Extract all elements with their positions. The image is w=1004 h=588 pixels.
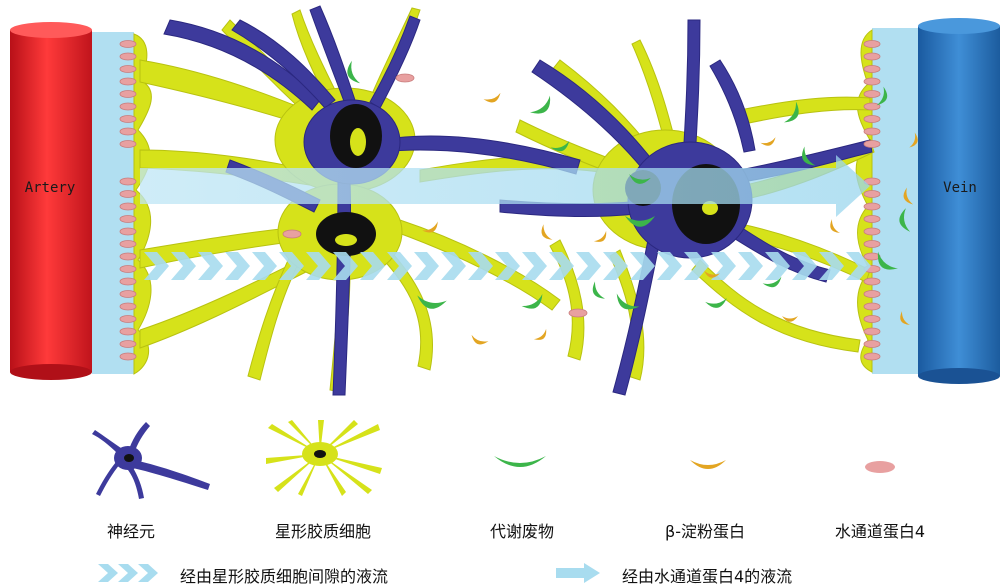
artery-label: Artery [25,180,76,196]
aquaporin4-channel [120,103,136,110]
flow-chevron [225,252,250,280]
aquaporin4-channel [120,78,136,85]
aquaporin4-channel [864,203,880,210]
aquaporin4-channel [864,316,880,323]
aquaporin4-channel [120,278,136,285]
aquaporin4-channel [864,278,880,285]
flow-chevron [468,252,493,280]
aquaporin4-channel [864,291,880,298]
aquaporin4-channel [864,303,880,310]
aquaporin4-channel [120,191,136,198]
aquaporin4-channel [864,191,880,198]
astrocyte-legend-label: 星形胶质细胞 [275,518,371,542]
metabolic-waste-legend-label: 代谢废物 [490,518,554,542]
aquaporin4-channel [120,178,136,185]
beta-amyloid-particle [827,219,840,236]
vein-label: Vein [943,180,977,196]
flow-chevron [738,252,763,280]
beta-amyloid-legend-icon [686,456,730,480]
interstitial-flow-label: 经由星形胶质细胞间隙的液流 [180,563,388,587]
astrocyte-legend-icon [258,418,388,498]
arrow-flow-legend-icon [556,562,602,584]
beta-amyloid-legend-label: β-淀粉蛋白 [665,518,745,542]
aquaporin4-channel [864,53,880,60]
neuron-legend-label: 神经元 [107,518,155,542]
aquaporin4-channel [120,316,136,323]
beta-amyloid-particle [594,231,610,246]
aquaporin4-channel [120,116,136,123]
chevron-flow-legend-icon [98,562,160,584]
aquaporin4-channel [120,216,136,223]
artery: Artery [10,22,92,380]
aquaporin4-channel [864,91,880,98]
aquaporin4-channel [120,128,136,135]
aquaporin4-channel [120,41,136,48]
beta-amyloid-particle [484,93,503,105]
aquaporin4-channel [864,116,880,123]
aquaporin4-channel [120,203,136,210]
aquaporin4-channel [864,41,880,48]
aquaporin4-channel [120,303,136,310]
aquaporin4-channel [864,78,880,85]
metabolic-waste-particle [589,281,605,302]
beta-amyloid-particle [469,335,488,347]
aquaporin4-channel [283,230,301,238]
aquaporin4-channel [864,141,880,148]
aquaporin4-channel [864,128,880,135]
glymphatic-diagram: Artery Vein [0,0,1004,400]
aquaporin-flow-label: 经由水通道蛋白4的液流 [622,563,792,587]
aquaporin4-channel [120,253,136,260]
flow-chevron [522,252,547,280]
aquaporin4-channel [864,328,880,335]
aquaporin4-legend-icon [860,456,900,478]
aquaporin4-channel [120,141,136,148]
aquaporin4-channel [120,341,136,348]
aquaporin4-channel [396,74,414,82]
aquaporin4-channel [120,91,136,98]
metabolic-waste-particle [530,96,556,120]
flow-chevron [576,252,601,280]
aquaporin4-channel [864,353,880,360]
aquaporin4-channel [120,228,136,235]
aquaporin4-channel [864,216,880,223]
aquaporin4-legend-label: 水通道蛋白4 [835,518,925,542]
aquaporin4-channel [864,103,880,110]
interstitial-flow-chevrons [144,252,871,280]
aquaporin4-channel [864,341,880,348]
beta-amyloid-particle [534,329,550,344]
aquaporin4-channel [120,353,136,360]
aquaporin4-channel [120,53,136,60]
beta-amyloid-particle [538,224,553,243]
aquaporin4-channel [864,228,880,235]
aquaporin4-channel [120,241,136,248]
aquaporin4-channel [120,328,136,335]
flow-chevron [198,252,223,280]
aquaporin4-channel [569,309,587,317]
metabolic-waste-legend-icon [490,452,550,482]
flow-chevron [414,252,439,280]
aquaporin4-channel [120,66,136,73]
neuron-legend-icon [88,418,218,502]
vein: Vein [918,18,1000,384]
aquaporin4-channel [864,66,880,73]
aquaporin4-channel [864,253,880,260]
aquaporin4-channel [864,241,880,248]
metabolic-waste-particle [705,298,728,310]
beta-amyloid-particle [760,137,777,148]
aquaporin4-channel [120,291,136,298]
aquaporin4-channel [120,266,136,273]
